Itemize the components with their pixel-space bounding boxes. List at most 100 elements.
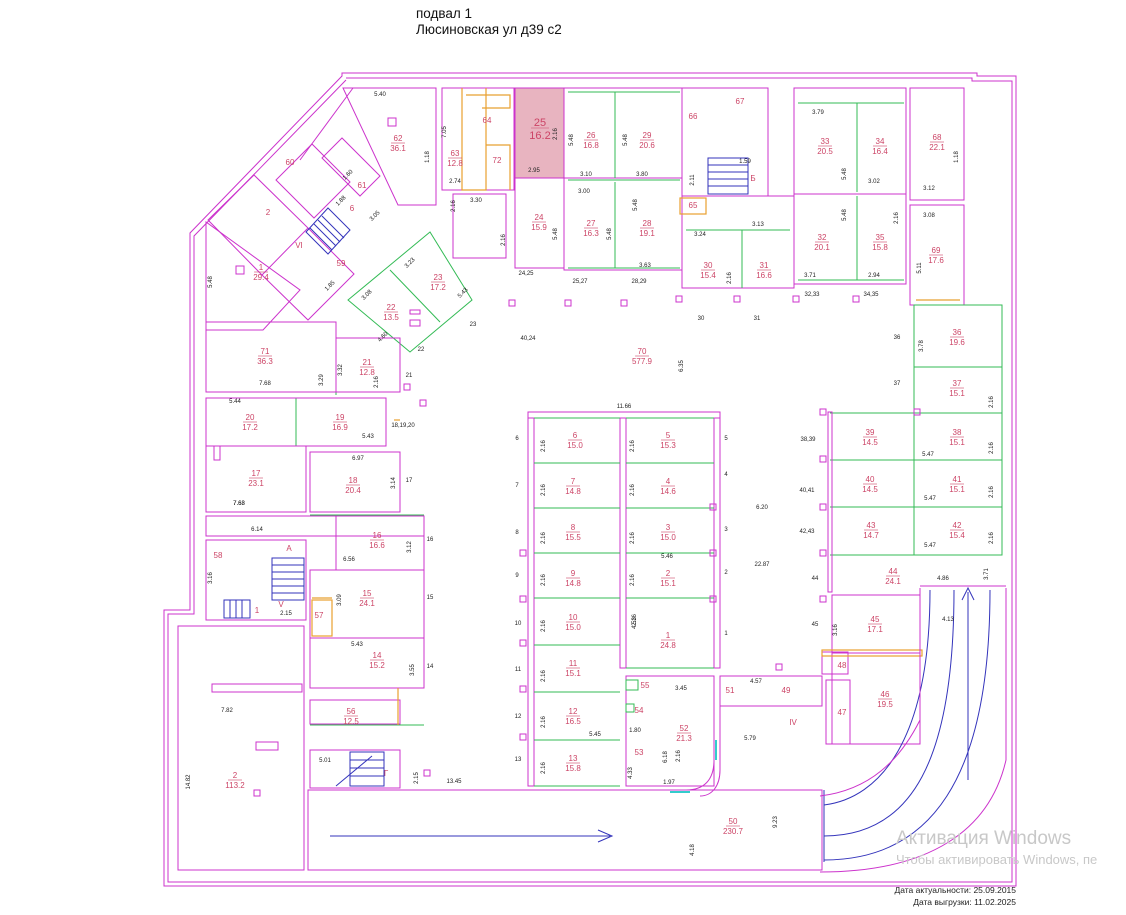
room-55-label[interactable]: 55 — [641, 681, 650, 690]
room-61-label[interactable]: 61 — [358, 181, 367, 190]
room-area: 12.8 — [359, 368, 375, 377]
room-area: 16.8 — [583, 141, 599, 150]
room-67-label[interactable]: 67 — [736, 97, 745, 106]
room-G-label[interactable]: Г — [384, 769, 389, 778]
room-number: 22 — [387, 303, 396, 312]
dimension-label: 6.20 — [756, 505, 768, 511]
room-25-highlight[interactable] — [514, 87, 565, 179]
room-9b-label[interactable]: 914.8 — [565, 569, 581, 588]
room-area: 15.1 — [949, 389, 965, 398]
room-7b-label[interactable]: 714.8 — [565, 477, 581, 496]
room-IV-label[interactable]: IV — [789, 718, 797, 727]
room-number: 4 — [666, 477, 671, 486]
room-3b-label[interactable]: 315.0 — [660, 523, 676, 542]
room-4b-label[interactable]: 414.6 — [660, 477, 676, 496]
room-64-label[interactable]: 64 — [483, 116, 492, 125]
room-66-label[interactable]: 66 — [689, 112, 698, 121]
room-51-label[interactable]: 51 — [726, 686, 735, 695]
room-1c-label[interactable]: 1 — [255, 606, 260, 615]
room-area: 19.1 — [639, 229, 655, 238]
room-65-label[interactable]: 65 — [689, 201, 698, 210]
room-area: 20.1 — [814, 243, 830, 252]
room-1b-label[interactable]: 124.8 — [660, 631, 676, 650]
room-B-label[interactable]: Б — [750, 174, 755, 183]
room-54-label[interactable]: 54 — [635, 706, 644, 715]
room-number: 12 — [569, 707, 578, 716]
room-57-label[interactable]: 57 — [315, 611, 324, 620]
room-2b-label[interactable]: 215.1 — [660, 569, 676, 588]
room-VI-label[interactable]: VI — [295, 241, 303, 250]
room-58-label[interactable]: 58 — [214, 551, 223, 560]
room-8b-label[interactable]: 815.5 — [565, 523, 581, 542]
room-1a-label[interactable]: 129.4 — [253, 263, 269, 282]
address: Люсиновская ул д39 с2 — [416, 22, 562, 37]
dimension-label: 13 — [515, 757, 522, 763]
room-area: 16.3 — [583, 229, 599, 238]
room-2-label[interactable]: 2 — [266, 208, 271, 217]
room-A-label[interactable]: А — [286, 544, 292, 553]
room-59-label[interactable]: 59 — [337, 259, 346, 268]
room-60-label[interactable]: 60 — [286, 158, 295, 167]
room-47-label[interactable]: 47 — [838, 708, 847, 717]
room-area: 15.5 — [565, 533, 581, 542]
room-72-label[interactable]: 72 — [493, 156, 502, 165]
room-V-label[interactable]: V — [278, 600, 284, 609]
room-48-label[interactable]: 48 — [838, 661, 847, 670]
room-49-label[interactable]: 49 — [782, 686, 791, 695]
stairs — [223, 157, 749, 787]
room-number: 16 — [373, 531, 382, 540]
room-number: 46 — [881, 690, 890, 699]
room-53-label[interactable]: 53 — [635, 748, 644, 757]
room-6-label[interactable]: 6 — [350, 204, 355, 213]
room-5b-label[interactable]: 515.3 — [660, 431, 676, 450]
room-6b-label[interactable]: 615.0 — [567, 431, 583, 450]
